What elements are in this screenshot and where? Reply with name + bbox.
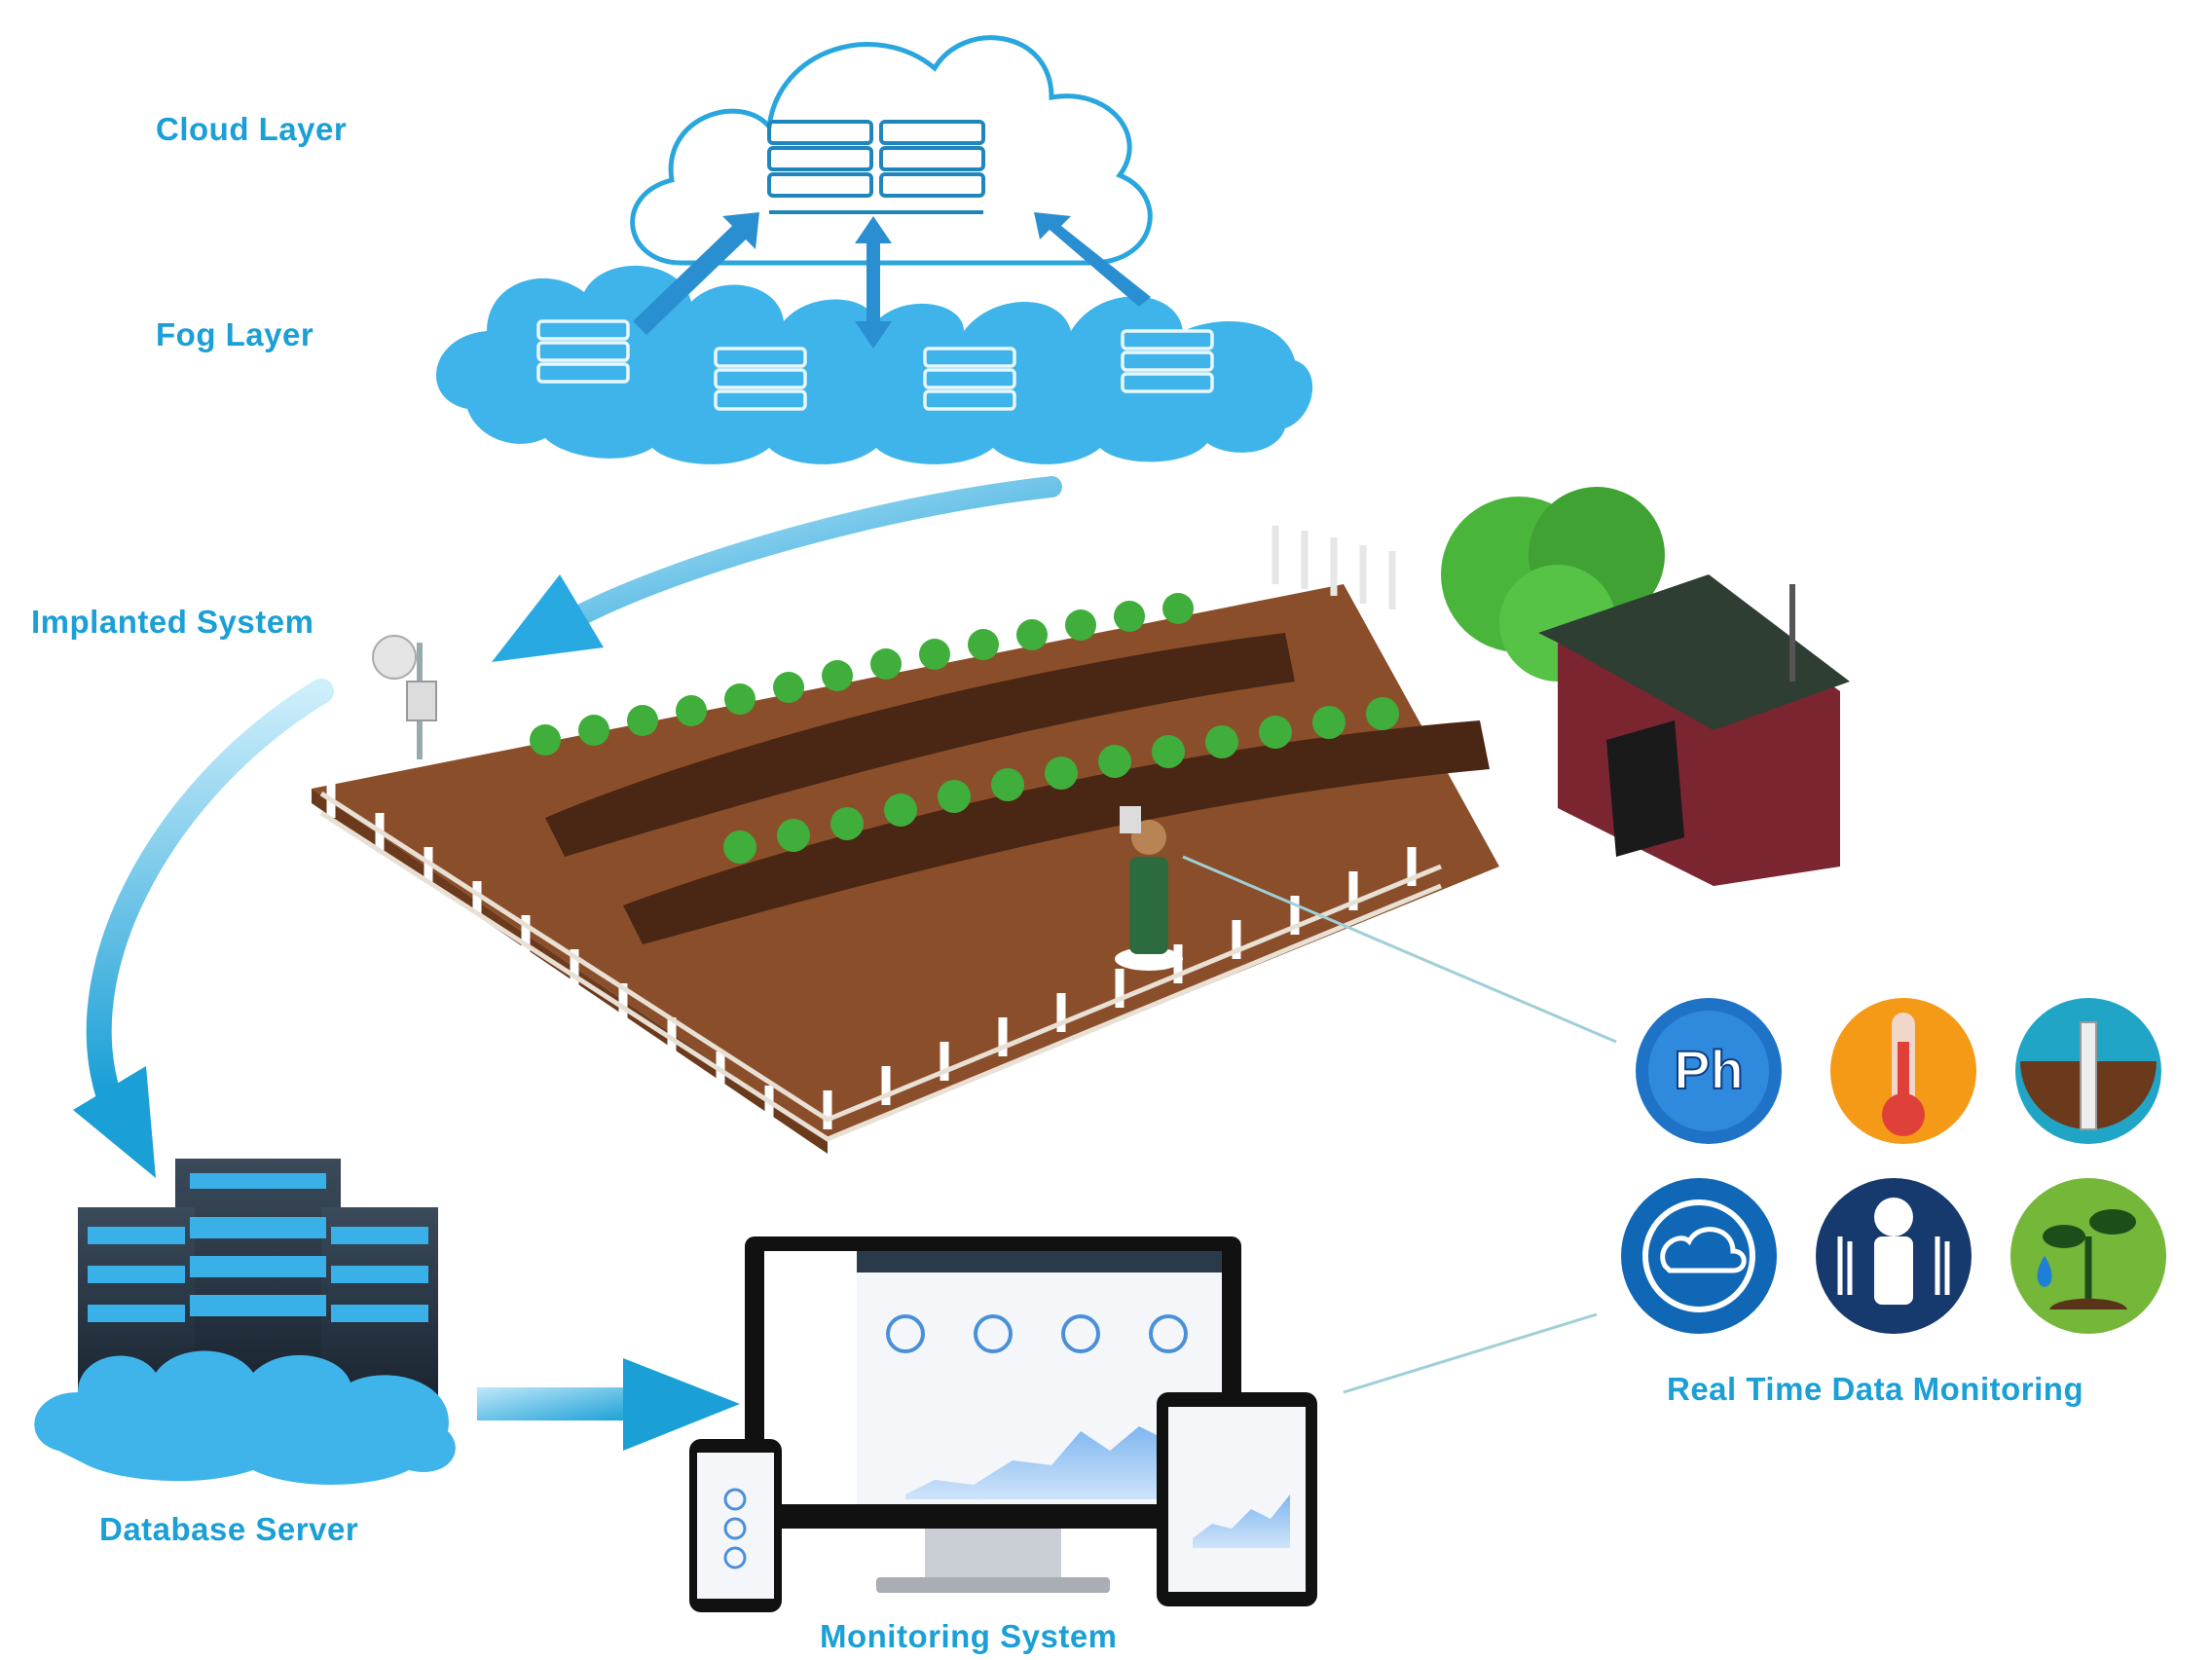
farmer-crop-icon (1816, 1178, 1972, 1334)
monitoring-system-label: Monitoring System (820, 1618, 1118, 1654)
temperature-sensor-icon (1830, 998, 1976, 1144)
field-to-sensors-line (1182, 855, 1617, 1044)
database-server-icon (34, 1159, 456, 1485)
database-server-label: Database Server (99, 1511, 359, 1547)
weather-icon (1621, 1178, 1777, 1334)
cloud-layer-label: Cloud Layer (156, 111, 348, 147)
soil-moisture-icon (2015, 998, 2161, 1144)
ph-sensor-icon (1636, 998, 1782, 1144)
devices-to-sensors-line (1343, 1312, 1598, 1394)
fog-layer-label: Fog Layer (156, 316, 314, 352)
farm-field-illustration (312, 487, 1850, 1154)
monitoring-system-devices (689, 1236, 1317, 1612)
cloud-layer-icon (630, 35, 1153, 266)
implanted-to-database-arrow (73, 679, 334, 1178)
real-time-data-monitoring-label: Real Time Data Monitoring (1667, 1371, 2084, 1407)
database-to-monitoring-arrow (477, 1358, 740, 1451)
plant-watering-icon (2010, 1178, 2166, 1334)
cloud-fog-arrows (633, 212, 1151, 349)
fog-to-implanted-arrow (492, 476, 1062, 662)
ph-label: Ph (1674, 1039, 1744, 1100)
implanted-system-label: Implanted System (31, 604, 314, 640)
